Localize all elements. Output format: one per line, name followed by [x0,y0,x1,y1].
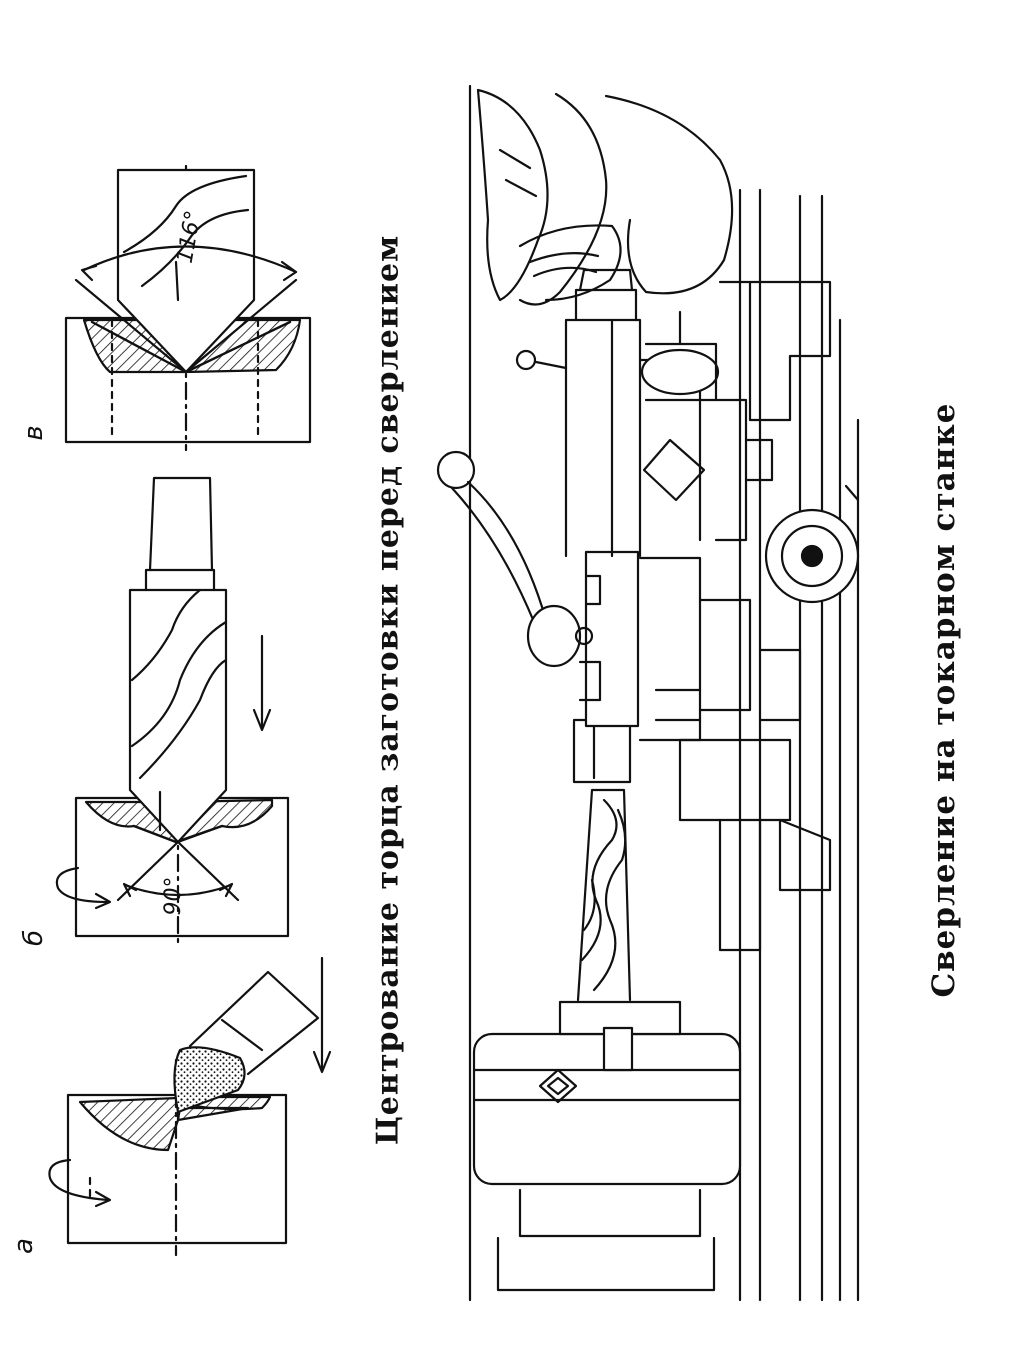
detail-v-drawing [64,164,312,452]
detail-a-drawing [48,956,332,1257]
lathe-illustration [436,84,860,1302]
angle-label-90: 90° [161,877,186,916]
detail-b-drawing [55,476,290,950]
